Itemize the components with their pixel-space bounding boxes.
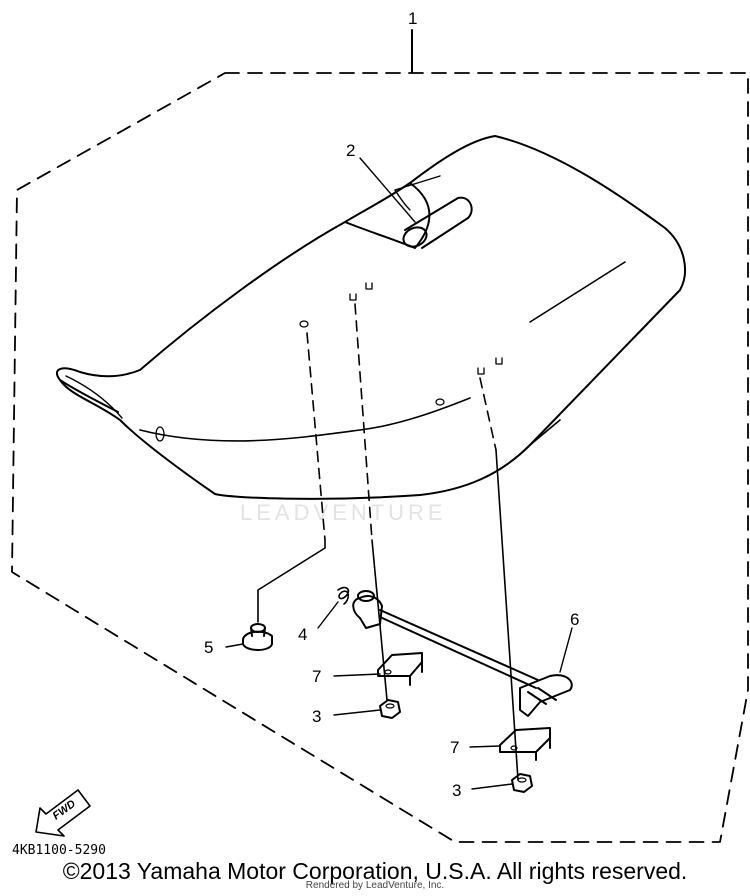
watermark: LEADVENTURE bbox=[240, 500, 447, 525]
callout-4: 4 bbox=[298, 625, 307, 644]
copyright-notice: ©2013 Yamaha Motor Corporation, U.S.A. A… bbox=[62, 858, 688, 884]
grommet bbox=[242, 623, 273, 651]
callout-6: 6 bbox=[570, 610, 579, 629]
callout-7-lower: 7 bbox=[450, 738, 459, 757]
callout-7-upper: 7 bbox=[312, 667, 321, 686]
nut-upper bbox=[379, 699, 401, 719]
callout-3-lower: 3 bbox=[452, 781, 461, 800]
callout-3-upper: 3 bbox=[312, 707, 321, 726]
rendered-by-notice: Rendered by LeadVenture, Inc. bbox=[305, 880, 445, 891]
part-code: 4KB1100-5290 bbox=[12, 843, 106, 858]
seat-lock-rod bbox=[352, 590, 573, 717]
nut-lower bbox=[511, 773, 533, 793]
fwd-arrow bbox=[35, 789, 91, 837]
bracket-upper bbox=[377, 652, 423, 686]
bracket-lower bbox=[499, 727, 551, 761]
callout-5: 5 bbox=[204, 638, 213, 657]
spring bbox=[337, 586, 350, 605]
callout-2: 2 bbox=[346, 141, 355, 160]
seat-assembly-diagram: 1 2 5 4 6 7 3 7 3 FWD 4KB1100-5290 bbox=[11, 9, 749, 858]
leader-lines bbox=[225, 157, 573, 790]
callout-1: 1 bbox=[408, 9, 417, 28]
assembly-boundary bbox=[11, 72, 749, 843]
seat bbox=[55, 135, 686, 500]
projection-lines bbox=[257, 303, 519, 781]
